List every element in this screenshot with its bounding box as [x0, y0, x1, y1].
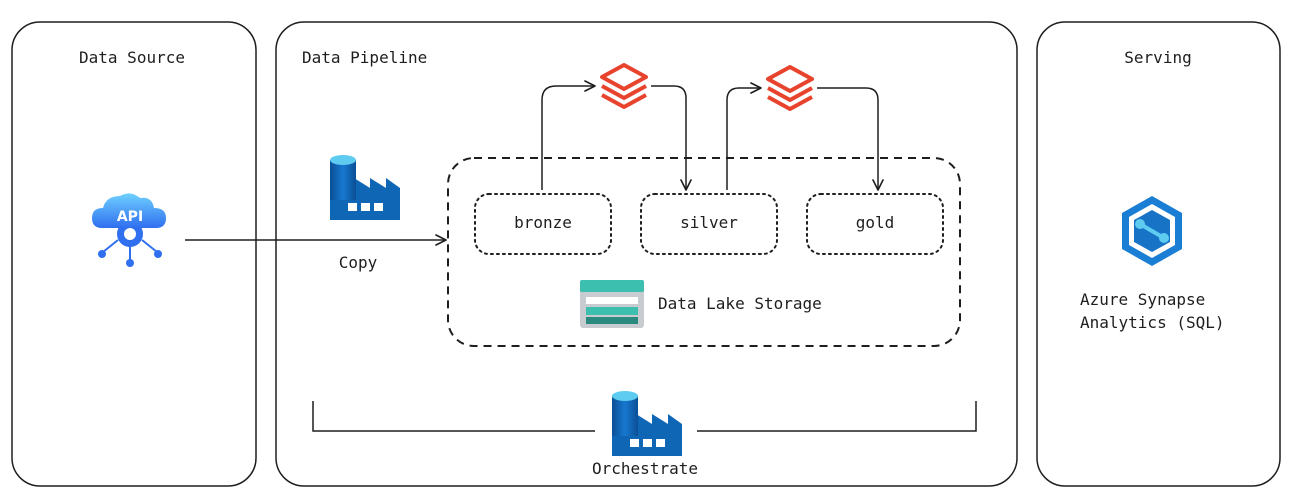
orchestrate-bracket-left [312, 401, 595, 432]
orchestrate-label: Orchestrate [592, 459, 698, 478]
orchestrate-bracket-right [697, 401, 977, 432]
api-cloud-gear-icon: API [92, 193, 166, 267]
data-factory-copy-icon [330, 155, 400, 220]
data-pipeline-title: Data Pipeline [302, 48, 428, 67]
gold-box [806, 193, 944, 255]
copy-label: Copy [338, 253, 378, 272]
serving-title: Serving [1124, 48, 1192, 67]
synapse-label: Azure Synapse Analytics (SQL) [1080, 290, 1225, 332]
api-badge-text: API [117, 209, 143, 225]
silver-to-databricks-arrow [726, 82, 762, 190]
synapse-icon [1122, 196, 1182, 266]
databricks-icon-1 [600, 63, 648, 109]
data-lake-storage-label: Data Lake Storage [658, 294, 822, 313]
databricks-to-gold-arrow [817, 87, 884, 191]
gold-label: gold [855, 213, 895, 232]
data-source-title: Data Source [79, 48, 185, 67]
serving-panel [1036, 21, 1281, 487]
databricks-to-silver-arrow [651, 85, 692, 191]
databricks-icon-2 [766, 65, 814, 111]
bronze-to-databricks-arrow [541, 80, 596, 190]
data-source-panel [11, 21, 257, 487]
storage-account-icon [580, 280, 644, 328]
data-factory-orchestrate-icon [612, 391, 682, 456]
silver-label: silver [680, 213, 738, 232]
bronze-label: bronze [514, 213, 572, 232]
data-pipeline-panel [275, 21, 1018, 487]
bronze-box [474, 193, 612, 255]
silver-box [640, 193, 778, 255]
data-lake-container [447, 157, 961, 347]
